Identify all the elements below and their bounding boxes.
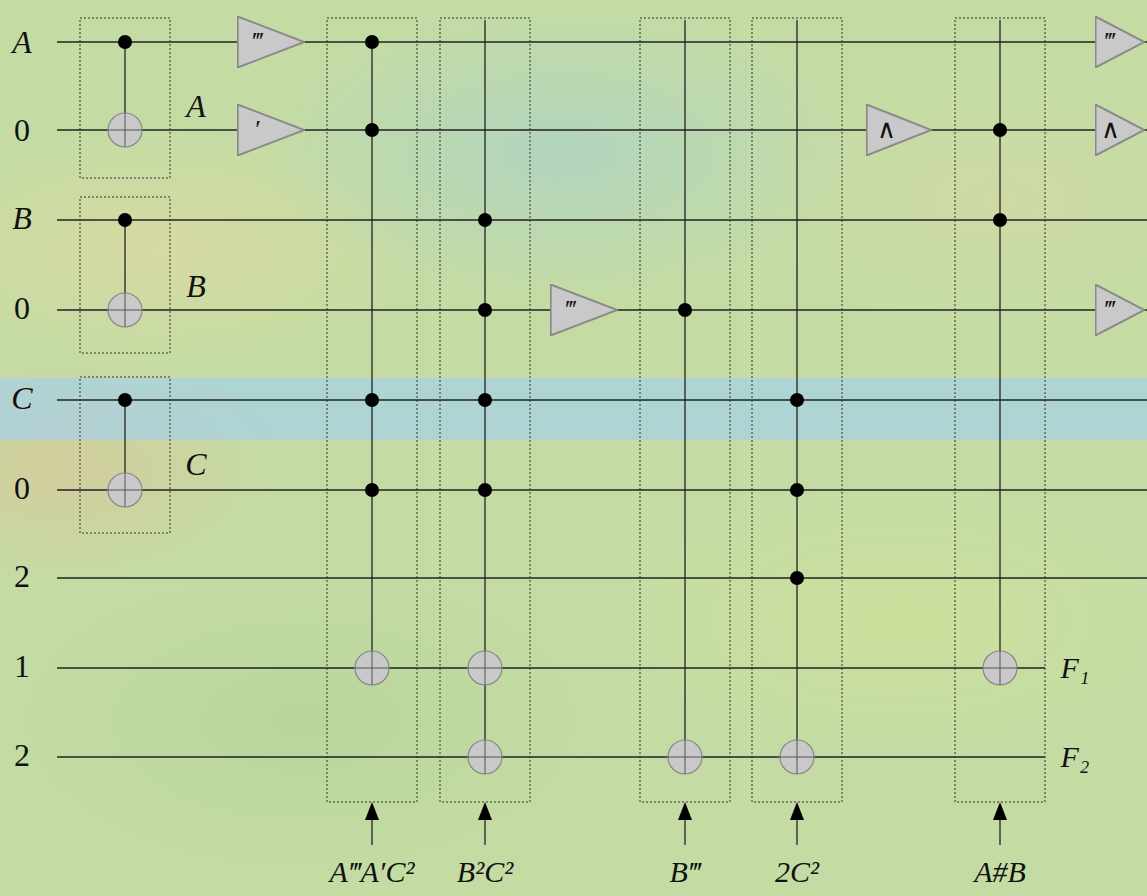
gate-symbol: ∧	[1095, 104, 1145, 156]
wire	[57, 399, 1147, 400]
gate-triangle: ‴	[237, 16, 305, 68]
input-name: A	[12, 26, 32, 58]
gate-triangle: ∧	[866, 104, 932, 156]
target-symbols	[108, 113, 1017, 774]
gate-symbol: ‴	[237, 16, 305, 68]
input-name: B	[12, 202, 32, 234]
gate-symbol: ‴	[550, 284, 618, 336]
wire	[57, 41, 1147, 42]
gate-box	[640, 18, 730, 802]
control-dots	[118, 35, 1007, 585]
wire-name: C	[185, 448, 206, 480]
output-name: F₂	[1061, 742, 1090, 772]
gate-stems	[125, 20, 1000, 757]
wires	[57, 42, 1147, 757]
gate-triangle: ‴	[1095, 16, 1145, 68]
triangle-outline	[1095, 284, 1145, 336]
input-constant: 0	[14, 472, 30, 504]
wire-name: B	[186, 270, 206, 302]
triangle-outline	[866, 104, 932, 156]
gate-triangle: ‴	[1095, 284, 1145, 336]
gate-box	[440, 18, 530, 802]
wire-name: A	[186, 90, 206, 122]
gate-expression: A#B	[974, 857, 1026, 887]
gate-triangle: ′	[237, 104, 305, 156]
gate-expression: B‴	[670, 857, 701, 887]
gate-triangle: ∧	[1095, 104, 1145, 156]
gate-symbol: ′	[237, 104, 305, 156]
highlight-band	[0, 378, 1147, 440]
wire	[57, 667, 1045, 668]
input-name: C	[11, 382, 32, 414]
wire	[57, 489, 1147, 490]
wire	[57, 219, 1147, 220]
gate-box	[80, 377, 170, 533]
gate-expression: B²C²	[457, 857, 513, 887]
triangle-outline	[550, 284, 618, 336]
gate-expression: 2C²	[775, 857, 819, 887]
gate-box	[752, 18, 842, 802]
gate-symbol: ∧	[866, 104, 932, 156]
input-constant: 2	[14, 739, 30, 771]
wire	[57, 756, 1045, 757]
gate-boxes	[80, 18, 1045, 802]
gate-expression: A‴A′C²	[330, 857, 415, 887]
wire	[57, 577, 1147, 578]
triangle-outline	[237, 16, 305, 68]
triangle-outline	[237, 104, 305, 156]
output-name: F₁	[1061, 653, 1090, 683]
input-constant: 0	[14, 114, 30, 146]
triangle-outline	[1095, 16, 1145, 68]
gate-box	[80, 18, 170, 178]
pointer-arrows	[365, 802, 1007, 845]
gate-triangle: ‴	[550, 284, 618, 336]
gate-box	[327, 18, 417, 802]
input-constant: 1	[14, 650, 30, 682]
wire	[57, 129, 1147, 130]
input-constant: 0	[14, 292, 30, 324]
gate-box	[80, 197, 170, 353]
gate-symbol: ‴	[1095, 16, 1145, 68]
gate-symbol: ‴	[1095, 284, 1145, 336]
gate-box	[955, 18, 1045, 802]
input-constant: 2	[14, 560, 30, 592]
